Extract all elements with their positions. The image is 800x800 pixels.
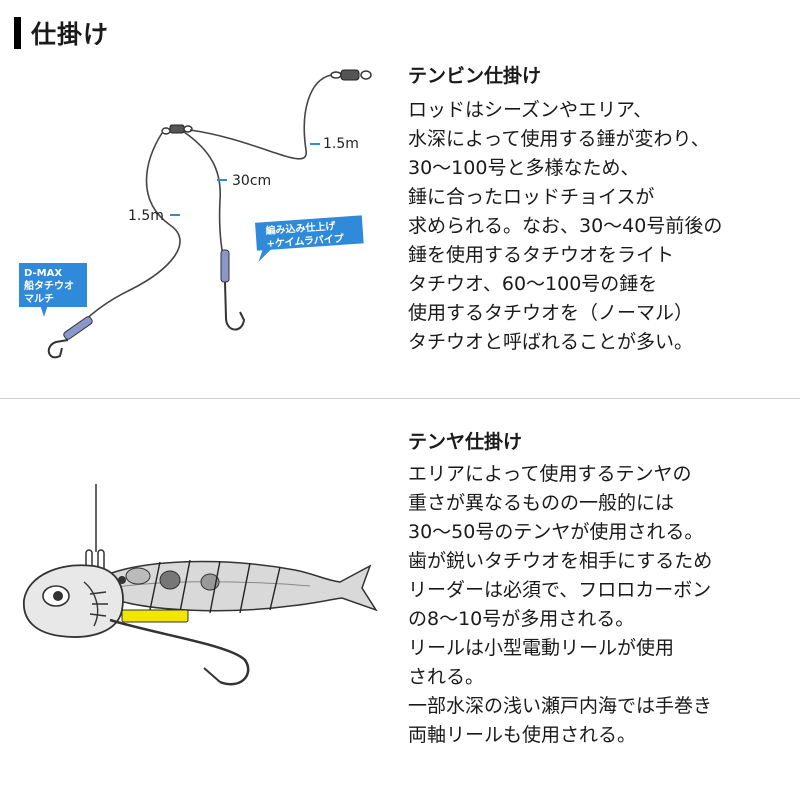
long-line-lower (79, 132, 181, 326)
tenya-line-10: 両軸リールも使用される。 (408, 724, 637, 746)
mid-length-label: 30cm (232, 173, 271, 189)
dmax-callout-line-2: 船タチウオ (24, 279, 74, 292)
tenya-line-4: 歯が鋭いタチウオを相手にするため (408, 550, 713, 572)
tenya-line-6: の8～10号が多用される。 (408, 608, 635, 630)
tenya-line-1: エリアによって使用するテンヤの (408, 463, 692, 485)
dmax-callout-line-1: D-MAX (24, 268, 62, 279)
page-title: 仕掛け (31, 20, 110, 49)
page-header: 仕掛け (14, 16, 109, 50)
tenbin-line-4: 錘に合ったロッドチョイスが (408, 186, 655, 208)
tenya-line-2: 重さが異なるものの一般的には (408, 492, 675, 514)
tenya-rig-illustration (23, 484, 378, 686)
tenbin-line-1: ロッドはシーズンやエリア、 (408, 99, 653, 121)
tenbin-line-6: 錘を使用するタチウオをライト (408, 244, 675, 266)
right-tube (220, 249, 230, 283)
tenya-line-5: リーダーは必須で、フロロカーボン (408, 579, 712, 601)
tenya-line-8: される。 (408, 666, 485, 688)
knot-callout: 編み込み仕上げ +ケイムラパイプ (252, 213, 366, 267)
tenya-section-title: テンヤ仕掛け (408, 431, 523, 453)
tenya-rig-diagram (10, 470, 400, 710)
branch-swivel-icon (161, 124, 193, 135)
tenya-description: エリアによって使用するテンヤの 重さが異なるものの一般的には 30～50号のテン… (408, 460, 793, 750)
header-accent-bar (14, 17, 21, 49)
upper-length-label: 1.5m (323, 136, 359, 152)
branch-line-30cm (183, 131, 227, 271)
top-swivel-icon (330, 69, 372, 81)
tenbin-rig-diagram: 1.5m 30cm 1.5m D-MAX 船タチウオ マルチ 編み込み仕上げ +… (10, 50, 400, 370)
left-hook-icon (47, 339, 69, 359)
tenbin-description: ロッドはシーズンやエリア、 水深によって使用する錘が変わり、 30～100号と多… (408, 96, 793, 357)
right-hook-icon (224, 281, 246, 331)
tenya-head-icon (23, 564, 124, 638)
section-divider (0, 398, 800, 399)
left-tube (63, 316, 93, 340)
tenbin-line-9: タチウオと呼ばれることが多い。 (408, 331, 694, 353)
glow-tube (121, 609, 189, 623)
tenbin-line-8: 使用するタチウオを（ノーマル） (408, 302, 694, 324)
tenbin-line-2: 水深によって使用する錘が変わり、 (408, 128, 710, 150)
tenya-hook-icon (109, 618, 250, 686)
bait-fish-icon (105, 560, 378, 612)
tenbin-line-7: タチウオ、60～100号の錘を (408, 273, 658, 295)
lower-length-label: 1.5m (128, 208, 164, 224)
tenya-line-3: 30～50号のテンヤが使用される。 (408, 521, 704, 543)
dmax-callout: D-MAX 船タチウオ マルチ (17, 261, 89, 324)
tenbin-section-title: テンビン仕掛け (408, 65, 542, 87)
tenbin-line-5: 求められる。なお、30～40号前後の (408, 215, 723, 237)
dmax-callout-line-3: マルチ (24, 293, 54, 305)
main-leader-line (189, 74, 332, 160)
wire-wrap-lines (149, 559, 281, 614)
tenbin-line-3: 30～100号と多様なため、 (408, 157, 640, 179)
tenya-line-9: 一部水深の浅い瀬戸内海では手巻き (408, 695, 713, 717)
tenya-line-7: リールは小型電動リールが使用 (408, 637, 675, 659)
tenbin-rig-illustration: 1.5m 30cm 1.5m D-MAX 船タチウオ マルチ 編み込み仕上げ +… (17, 69, 372, 359)
